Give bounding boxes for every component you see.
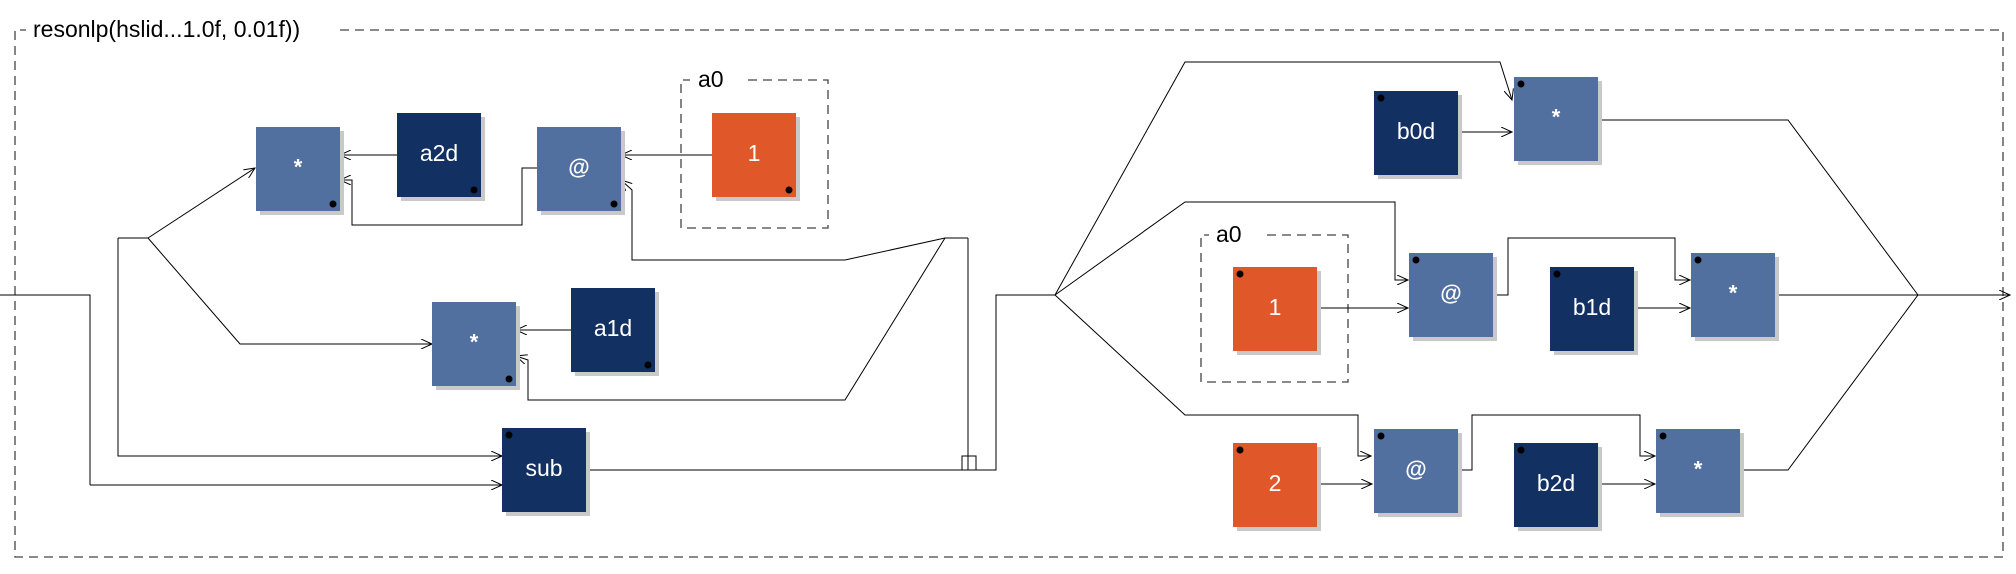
port-dot <box>1236 270 1244 278</box>
at-bot-fill <box>1374 429 1458 513</box>
block-mul-b0[interactable]: * <box>1514 77 1602 165</box>
b2d-label: b2d <box>1537 470 1575 496</box>
wire-input <box>0 294 91 485</box>
block-const-one-top[interactable]: 1 <box>712 113 800 201</box>
wire-sub-to-at-top <box>621 180 968 261</box>
port-dot <box>1412 256 1420 264</box>
group-a0-top-label: a0 <box>698 66 724 92</box>
port-dot <box>505 375 513 383</box>
one-top-label: 1 <box>748 140 761 166</box>
mul-b0-label: * <box>1552 105 1561 130</box>
port-dot <box>1659 432 1667 440</box>
port-dot <box>610 200 618 208</box>
sub-fill <box>502 428 586 512</box>
block-mul-a2[interactable]: * <box>256 127 344 215</box>
wire-mul-b0-out <box>1598 119 1919 296</box>
block-const-one-right[interactable]: 1 <box>1233 267 1321 355</box>
outer-frame <box>14 29 2004 558</box>
mul-a1-label: * <box>470 330 479 355</box>
port-dot <box>1236 446 1244 454</box>
block-a2d[interactable]: a2d <box>397 113 485 201</box>
wire-bus-to-mul-a1 <box>147 237 432 344</box>
port-dot <box>1517 80 1525 88</box>
port-dot <box>1377 94 1385 102</box>
wire-fan-b1 <box>1054 201 1408 296</box>
block-mul-b1[interactable]: * <box>1691 253 1779 341</box>
b2d-fill <box>1514 443 1598 527</box>
mul-b1-label: * <box>1729 281 1738 306</box>
group-a0-right-frame <box>1200 234 1349 383</box>
port-dot <box>1694 256 1702 264</box>
block-const-two[interactable]: 2 <box>1233 443 1321 531</box>
b0d-fill <box>1374 91 1458 175</box>
mul-b0-fill <box>1514 77 1598 161</box>
port-dot <box>329 200 337 208</box>
wires <box>0 61 2010 485</box>
mul-a2-label: * <box>294 155 303 180</box>
block-at-bot[interactable]: @ <box>1374 429 1462 517</box>
block-b0d[interactable]: b0d <box>1374 91 1462 179</box>
a1d-label: a1d <box>594 315 632 341</box>
wire-bus-to-sub <box>117 238 502 456</box>
b0d-label: b0d <box>1397 118 1435 144</box>
wire-fan-b0 <box>1054 61 1512 296</box>
group-a0-top-frame <box>680 79 829 229</box>
wire-at-bot-to-mul <box>1458 414 1655 471</box>
wire-at-mid-to-mul <box>1493 237 1690 296</box>
port-dot <box>505 431 513 439</box>
at-top-label: @ <box>568 155 589 180</box>
group-a0-right-label: a0 <box>1216 221 1242 247</box>
wire-mul-b2-out <box>1740 294 1919 471</box>
wire-bus-to-mul-a2 <box>147 168 255 239</box>
b1d-fill <box>1550 267 1634 351</box>
at-mid-label: @ <box>1440 281 1461 306</box>
block-at-top[interactable]: @ <box>537 127 625 215</box>
b1d-label: b1d <box>1573 294 1611 320</box>
a2d-label: a2d <box>420 140 458 166</box>
block-sub[interactable]: sub <box>502 428 590 516</box>
port-dot <box>1553 270 1561 278</box>
port-dot <box>1517 446 1525 454</box>
one-top-fill <box>712 113 796 197</box>
one-right-label: 1 <box>1269 294 1282 320</box>
delay-marker <box>961 455 977 471</box>
mul-b2-label: * <box>1694 457 1703 482</box>
mul-a1-fill <box>432 302 516 386</box>
wire-sub-to-mul-a1 <box>516 237 946 401</box>
block-b2d[interactable]: b2d <box>1514 443 1602 531</box>
mul-b1-fill <box>1691 253 1775 337</box>
wire-fan-b2 <box>1054 294 1371 456</box>
port-dot <box>470 186 478 194</box>
two-fill <box>1233 443 1317 527</box>
a1d-fill <box>571 288 655 372</box>
wire-at-top-to-mul <box>340 167 537 226</box>
diagram-title: resonlp(hslid...1.0f, 0.01f)) <box>33 16 300 42</box>
block-mul-b2[interactable]: * <box>1656 429 1744 517</box>
at-mid-fill <box>1409 253 1493 337</box>
wire-sub-out <box>586 294 1055 471</box>
port-dot <box>644 361 652 369</box>
two-label: 2 <box>1269 470 1282 496</box>
at-bot-label: @ <box>1405 457 1426 482</box>
a2d-fill <box>397 113 481 197</box>
block-at-mid[interactable]: @ <box>1409 253 1497 341</box>
block-mul-a1[interactable]: * <box>432 302 520 390</box>
port-dot <box>785 186 793 194</box>
block-b1d[interactable]: b1d <box>1550 267 1638 355</box>
block-a1d[interactable]: a1d <box>571 288 659 376</box>
sub-label: sub <box>525 455 562 481</box>
mul-a2-fill <box>256 127 340 211</box>
mul-b2-fill <box>1656 429 1740 513</box>
at-top-fill <box>537 127 621 211</box>
port-dot <box>1377 432 1385 440</box>
one-right-fill <box>1233 267 1317 351</box>
